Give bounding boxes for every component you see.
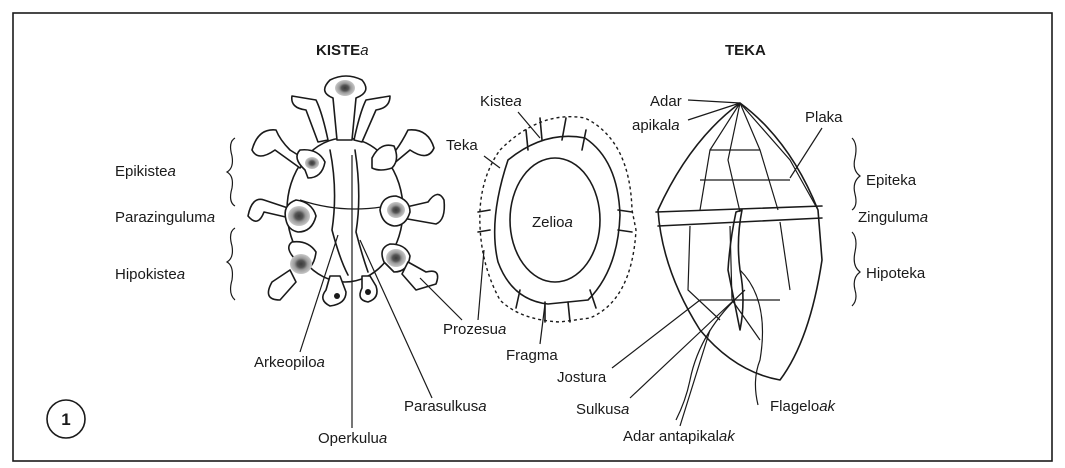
cyst-braces bbox=[227, 138, 235, 300]
theca-title: TEKA bbox=[725, 42, 766, 59]
label-adar-apikala-2: apikala bbox=[632, 117, 680, 134]
nucleus-lower-left bbox=[290, 254, 312, 274]
label-zinguluma: Zinguluma bbox=[858, 209, 928, 226]
label-plaka: Plaka bbox=[805, 109, 843, 126]
cyst-spines-top bbox=[526, 118, 586, 150]
brace-epikistea bbox=[227, 138, 235, 206]
nucleus-mid-left bbox=[288, 206, 310, 226]
label-flageloak: Flageloak bbox=[770, 398, 837, 415]
theca-outline bbox=[658, 103, 822, 380]
brace-epiteka bbox=[852, 138, 860, 210]
archeopyle-outline bbox=[330, 150, 348, 275]
nucleus-bottom-2 bbox=[365, 289, 371, 295]
theca-drawing bbox=[656, 103, 822, 420]
nucleus-upper-left bbox=[305, 157, 319, 169]
label-adar-apikala-1: Adar bbox=[650, 93, 682, 110]
label-hipokistea: Hipokistea bbox=[115, 266, 185, 283]
label-prozesua: Prozesua bbox=[443, 321, 506, 338]
pointer-prozesua bbox=[420, 278, 462, 320]
nucleus-top bbox=[335, 80, 355, 96]
process-lower-right-arm bbox=[402, 262, 438, 290]
pointer-plaka bbox=[790, 128, 822, 178]
process-bottom-2 bbox=[360, 276, 377, 302]
nucleus-bottom-1 bbox=[334, 293, 340, 299]
process-bottom-1 bbox=[323, 276, 346, 306]
label-sulkusa: Sulkusa bbox=[576, 401, 629, 418]
nucleus-lower-right bbox=[386, 249, 406, 267]
label-fragma: Fragma bbox=[506, 347, 558, 364]
label-arkeopiloa: Arkeopiloa bbox=[254, 354, 325, 371]
label-teka-middle: Teka bbox=[446, 137, 478, 154]
pointer-prozesua-2 bbox=[478, 250, 484, 320]
cyst-title: KISTEa bbox=[316, 42, 369, 59]
label-zelioa: Zelioa bbox=[532, 214, 573, 231]
pointer-adar-antapikalak bbox=[680, 330, 710, 426]
nucleus-mid-right bbox=[387, 202, 405, 218]
pointer-teka bbox=[484, 156, 500, 168]
flagellum-2 bbox=[676, 290, 745, 420]
cyst-drawing bbox=[248, 76, 444, 306]
pointer-adar-apikala-2 bbox=[688, 103, 740, 120]
label-operkulua: Operkulua bbox=[318, 430, 387, 447]
label-epiteka: Epiteka bbox=[866, 172, 917, 189]
label-kistea: Kistea bbox=[480, 93, 522, 110]
process-top-left bbox=[292, 96, 328, 142]
pointer-adar-apikala-1 bbox=[688, 100, 740, 103]
label-parazingulum: Parazinguluma bbox=[115, 209, 215, 226]
label-adar-antapikalak: Adar antapikalak bbox=[623, 428, 736, 445]
brace-hipokistea bbox=[227, 228, 235, 300]
figure-frame bbox=[13, 13, 1052, 461]
paracingulum-line bbox=[300, 200, 392, 209]
process-mid-left bbox=[248, 199, 290, 221]
pointer-kistea bbox=[518, 112, 540, 138]
figure-number: 1 bbox=[61, 410, 70, 429]
process-top-right bbox=[354, 96, 390, 142]
label-epikistea: Epikistea bbox=[115, 163, 176, 180]
label-hipoteka: Hipoteka bbox=[866, 265, 926, 282]
label-jostura: Jostura bbox=[557, 369, 607, 386]
cingulum-band bbox=[656, 206, 822, 226]
pointer-fragma bbox=[540, 304, 545, 344]
process-lower-left-arm bbox=[268, 270, 296, 300]
label-parasulkusa: Parasulkusa bbox=[404, 398, 487, 415]
brace-hipoteka bbox=[852, 232, 860, 306]
pointer-jostura bbox=[612, 300, 700, 368]
